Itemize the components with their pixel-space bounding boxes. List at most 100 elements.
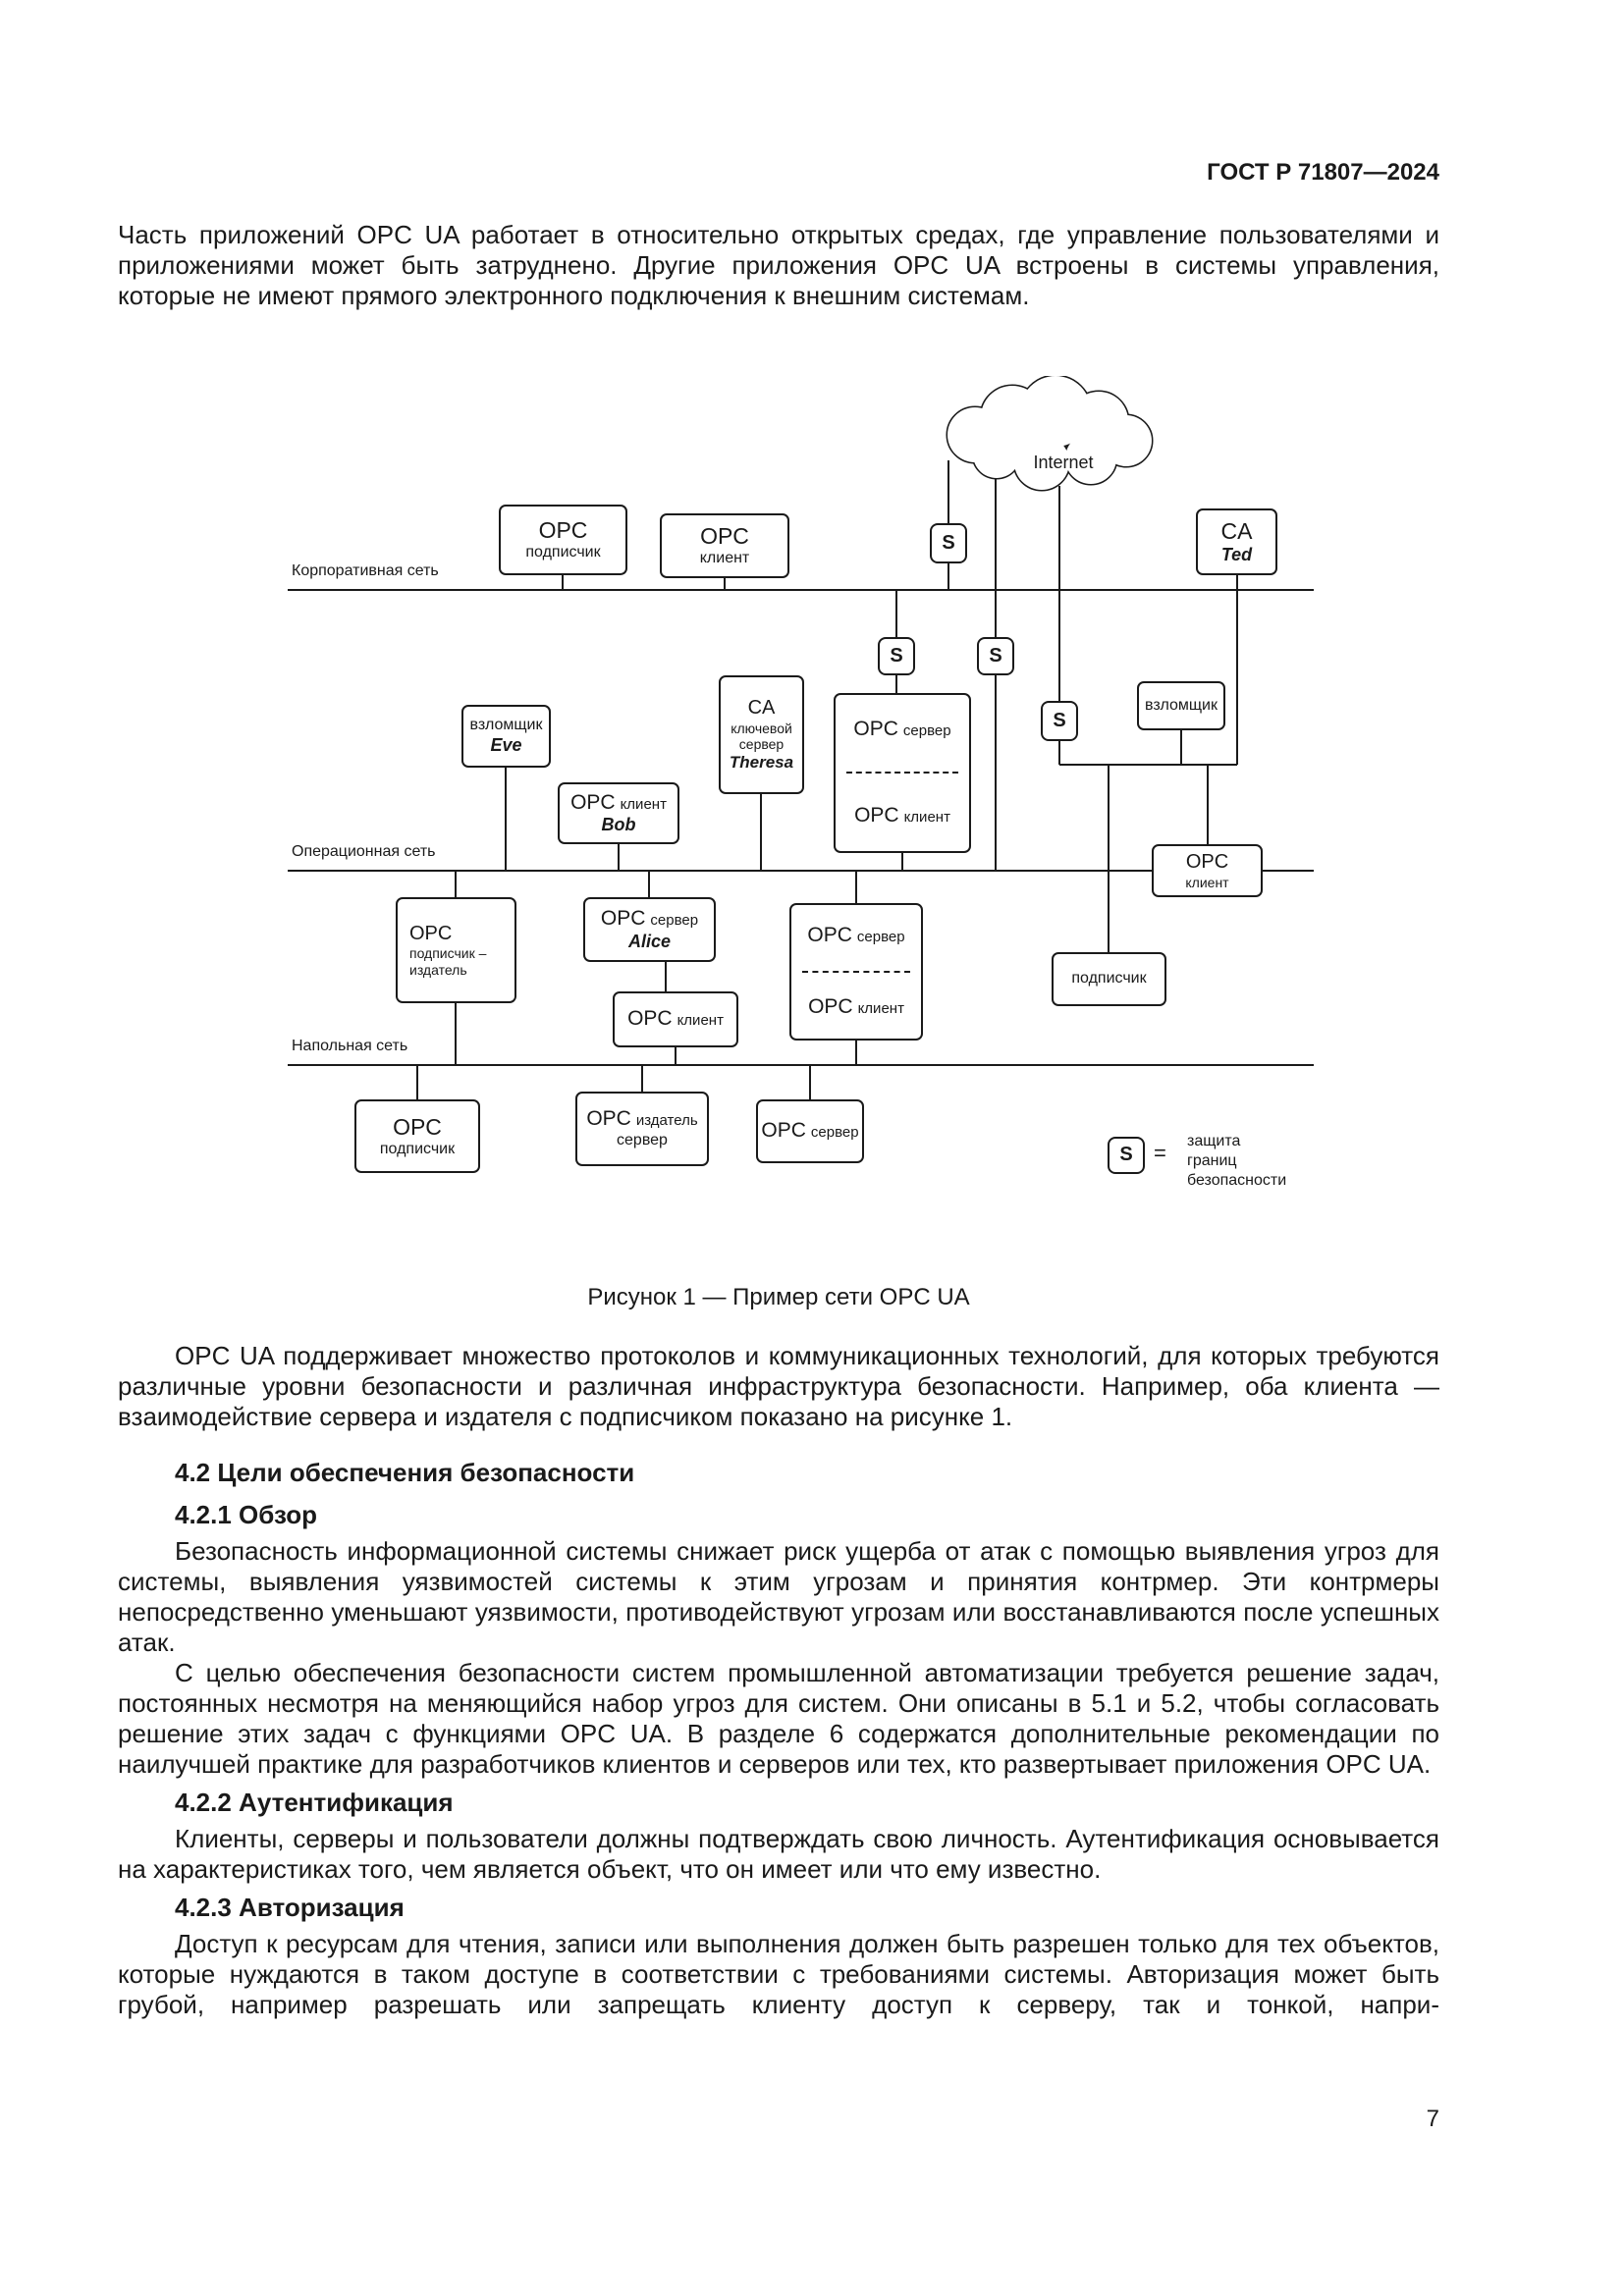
- node-name: Bob: [601, 815, 636, 835]
- node-subtitle: подписчик: [379, 1140, 456, 1157]
- node-subtitle: подписчик: [525, 544, 601, 561]
- internet-label: Internet: [1033, 453, 1094, 472]
- publisher-entry: OPC издатель: [586, 1107, 697, 1132]
- legend-line: защита: [1187, 1133, 1241, 1149]
- heading-4-2-2: 4.2.2 Аутентификация: [175, 1788, 454, 1817]
- node-opc-subscriber-bottom: OPC подписчик: [354, 1099, 480, 1173]
- diagram-lines: [288, 376, 1314, 1099]
- network-label-corporate: Корпоративная сеть: [292, 562, 439, 579]
- node-subtitle: клиент: [1185, 874, 1229, 890]
- node-title: OPC: [808, 994, 853, 1018]
- node-opc-server-client-2: OPC сервер OPC клиент: [789, 903, 923, 1041]
- intro-paragraph: Часть приложений OPC UA работает в относ…: [118, 220, 1439, 310]
- paragraph-authentication: Клиенты, серверы и пользователи должны п…: [118, 1824, 1439, 1884]
- node-name: Ted: [1220, 544, 1253, 564]
- client-entry: OPC клиент: [627, 1007, 724, 1032]
- node-opc-client-remote: OPC клиент: [1152, 844, 1263, 897]
- node-title: OPC: [586, 1107, 631, 1131]
- node-subtitle: клиент: [677, 1012, 724, 1030]
- paragraph-authorization: Доступ к ресурсам для чтения, записи или…: [118, 1929, 1439, 2019]
- node-opc-server-bottom: OPC сервер: [756, 1099, 864, 1163]
- node-title: OPC: [700, 523, 749, 549]
- node-subtitle: ключевой: [731, 720, 792, 736]
- node-security-boundary-1: S: [930, 523, 967, 563]
- legend-line: границ: [1187, 1152, 1237, 1169]
- heading-4-2-1: 4.2.1 Обзор: [175, 1500, 318, 1529]
- body-text: OPC UA поддерживает множество протоколов…: [118, 1341, 1439, 2020]
- node-subtitle: сервер: [902, 722, 951, 740]
- node-title: CA: [1220, 517, 1253, 544]
- node-subtitle: подписчик: [1071, 970, 1147, 988]
- node-opc-client-floor: OPC клиент: [613, 991, 738, 1047]
- node-title: OPC: [807, 924, 852, 947]
- s-label: S: [989, 644, 1002, 667]
- node-subtitle: издатель: [409, 961, 467, 978]
- node-title: OPC: [627, 1007, 673, 1031]
- client-entry: OPC клиент: [570, 791, 667, 816]
- client-entry: OPC клиент: [854, 804, 950, 828]
- s-label: S: [1119, 1144, 1133, 1166]
- node-subtitle: сервер: [617, 1131, 668, 1148]
- heading-4-2: 4.2 Цели обеспечения безопасности: [175, 1458, 635, 1487]
- node-subtitle: сервер: [856, 929, 905, 946]
- dashed-divider: [845, 772, 959, 774]
- node-opc-client-corporate: OPC клиент: [660, 513, 789, 578]
- node-name: Eve: [490, 734, 522, 755]
- node-title: OPC: [1185, 850, 1229, 873]
- node-subtitle: клиент: [857, 999, 904, 1017]
- node-opc-subscriber-publisher: OPC подписчик – издатель: [396, 897, 516, 1003]
- s-label: S: [890, 644, 903, 667]
- node-title: OPC: [570, 790, 616, 814]
- node-title: OPC: [600, 907, 646, 930]
- node-security-boundary-4: S: [1041, 701, 1078, 741]
- doc-code: ГОСТ Р 71807—2024: [1207, 159, 1439, 186]
- s-label: S: [1053, 709, 1066, 731]
- node-opc-server-alice: OPC сервер Alice: [583, 897, 716, 962]
- node-title: OPC: [761, 1119, 806, 1143]
- node-title: OPC: [409, 922, 453, 944]
- node-subtitle: подписчик –: [409, 945, 487, 962]
- server-entry: OPC сервер: [807, 924, 904, 948]
- node-hacker-right: взломщик: [1137, 681, 1225, 730]
- figure-diagram: Internet Корпоративная сеть Операционная…: [288, 376, 1314, 1232]
- node-title: OPC: [853, 718, 898, 741]
- node-subtitle: сервер: [650, 912, 699, 929]
- figure-caption: Рисунок 1 — Пример сети OPC UA: [587, 1284, 970, 1310]
- node-opc-server-client-1: OPC сервер OPC клиент: [834, 693, 971, 853]
- heading-4-2-3: 4.2.3 Авторизация: [175, 1893, 405, 1922]
- node-title: OPC: [393, 1113, 442, 1140]
- node-ca-ted: CA Ted: [1196, 508, 1277, 575]
- node-subtitle: сервер: [810, 1124, 859, 1142]
- paragraph-opcua-protocols: OPC UA поддерживает множество протоколов…: [118, 1341, 1439, 1431]
- server-entry: OPC сервер: [601, 907, 698, 932]
- node-ca-key-server-theresa: CA ключевой сервер Theresa: [719, 675, 804, 794]
- legend-s-box: S: [1108, 1137, 1145, 1174]
- network-label-operations: Операционная сеть: [292, 843, 436, 860]
- node-subscriber-remote: подписчик: [1052, 952, 1166, 1006]
- node-subtitle: издатель: [635, 1112, 698, 1130]
- node-subtitle: сервер: [738, 736, 785, 753]
- node-subtitle: взломщик: [1145, 696, 1218, 714]
- page-number: 7: [1426, 2106, 1439, 2132]
- internet-cloud-icon: [946, 376, 1154, 492]
- paragraph-security-overview: Безопасность информационной системы сниж…: [118, 1536, 1439, 1657]
- node-name: Theresa: [729, 752, 794, 772]
- paragraph-security-goals: С целью обеспечения безопасности систем …: [118, 1658, 1439, 1779]
- dashed-divider: [801, 970, 911, 973]
- legend-text: защита границ безопасности: [1187, 1132, 1286, 1191]
- node-name: Alice: [627, 931, 672, 951]
- s-label: S: [942, 531, 955, 554]
- node-title: OPC: [538, 517, 588, 543]
- node-subtitle: клиент: [699, 550, 750, 567]
- legend-equals: =: [1154, 1141, 1166, 1165]
- node-opc-client-bob: OPC клиент Bob: [558, 782, 679, 844]
- node-subtitle: клиент: [903, 808, 950, 826]
- server-entry: OPC сервер: [853, 718, 950, 742]
- node-subtitle: взломщик: [469, 716, 543, 733]
- node-security-boundary-2: S: [878, 637, 915, 675]
- node-title: CA: [747, 697, 776, 720]
- node-hacker-eve: взломщик Eve: [461, 705, 551, 768]
- network-label-floor: Напольная сеть: [292, 1038, 408, 1054]
- diagram-connectors: [288, 460, 1314, 1099]
